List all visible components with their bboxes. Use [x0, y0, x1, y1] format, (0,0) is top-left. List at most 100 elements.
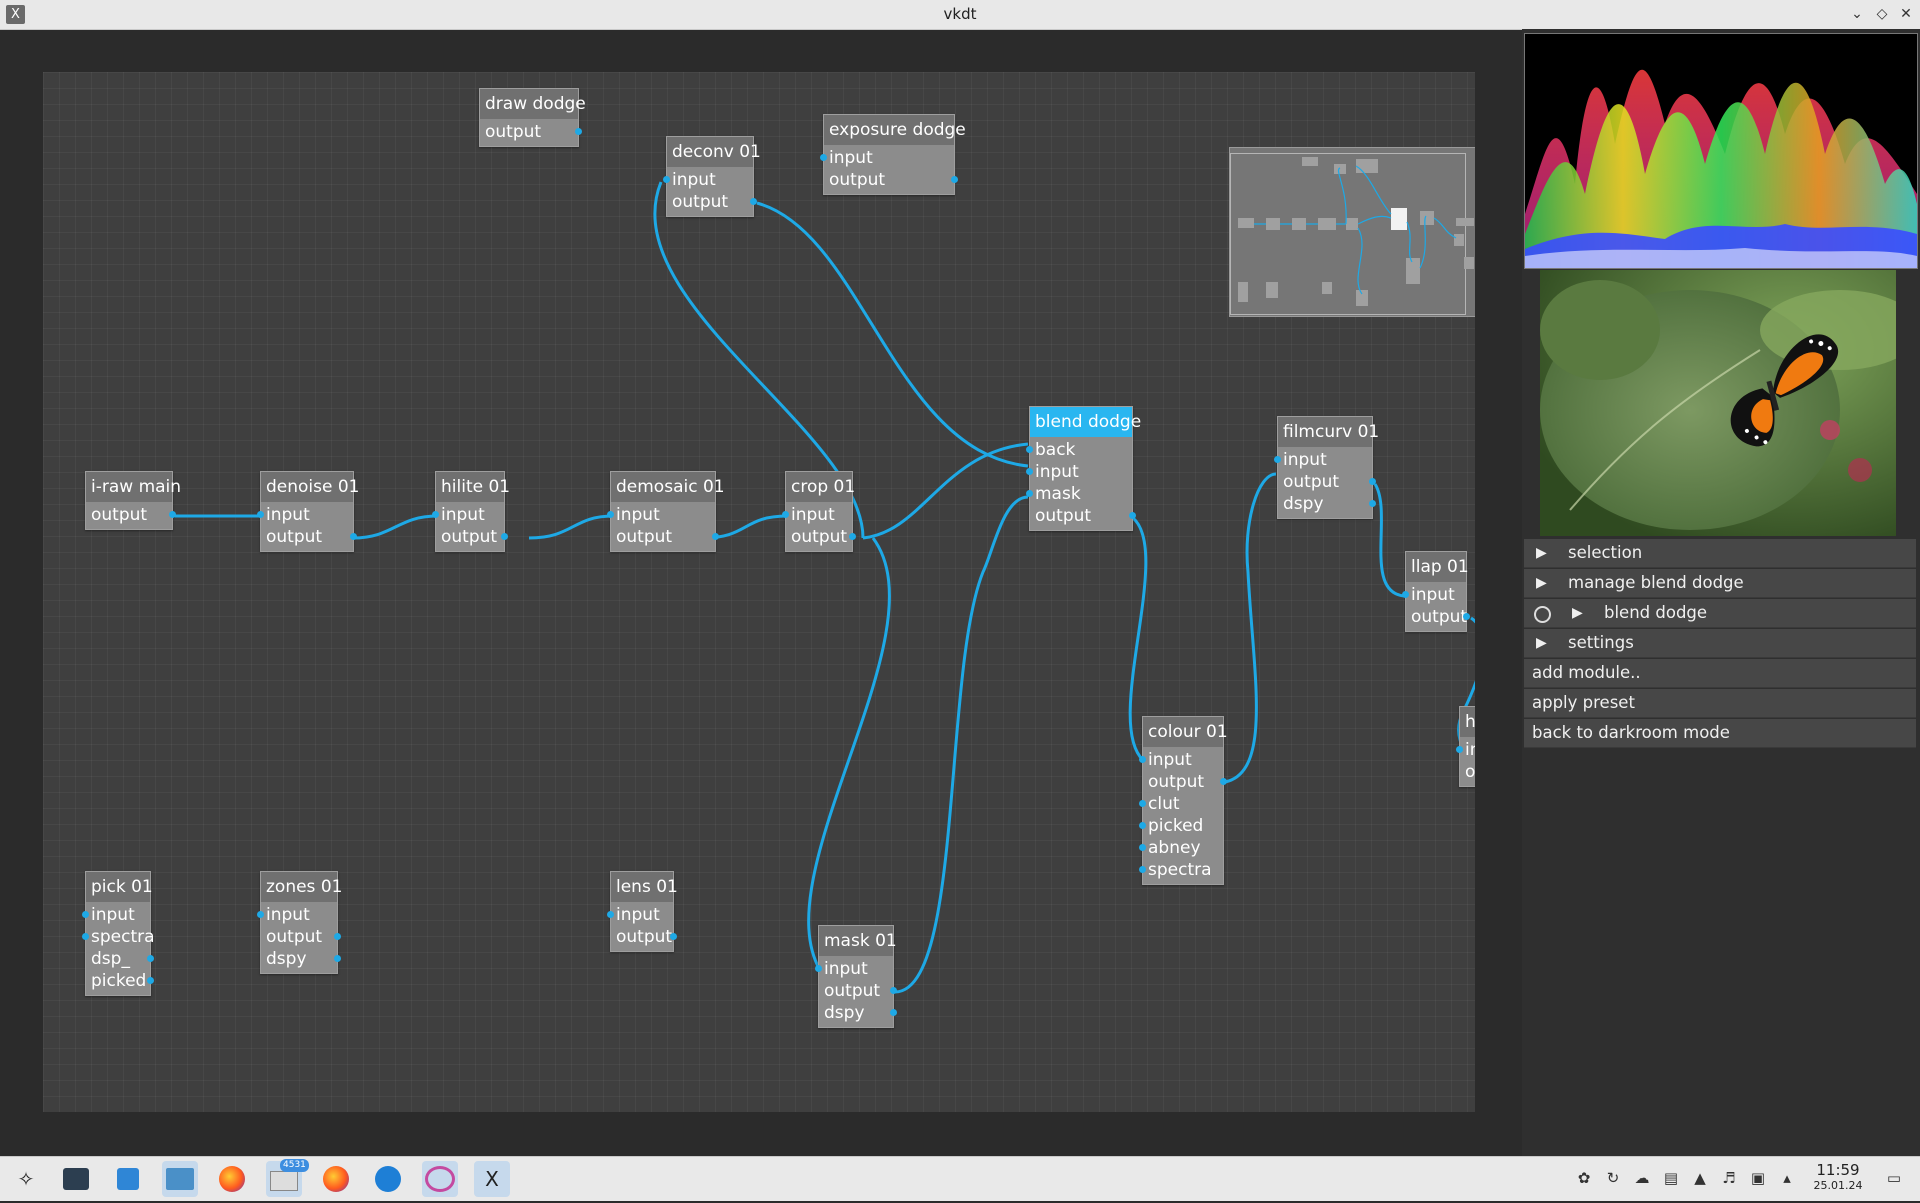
input-port-dot-icon[interactable] [663, 176, 670, 183]
node-llap-01[interactable]: llap 01 input output [1402, 551, 1470, 632]
port-back[interactable]: back [1026, 439, 1132, 461]
node-blend-dodge[interactable]: blend dodge back input mask output [1026, 406, 1141, 531]
port-input[interactable]: input [663, 169, 753, 191]
section-selection[interactable]: ▶ selection [1524, 539, 1916, 568]
output-port-dot-icon[interactable] [670, 933, 677, 940]
input-port-dot-icon[interactable] [815, 965, 822, 972]
output-port-dot-icon[interactable] [334, 933, 341, 940]
input-port-dot-icon[interactable] [82, 911, 89, 918]
input-port-dot-icon[interactable] [1139, 800, 1146, 807]
node-hilite-01[interactable]: hilite 01 input output [432, 471, 510, 552]
node-draw-dodge[interactable]: draw dodge output [479, 88, 586, 147]
section-settings[interactable]: ▶ settings [1524, 629, 1916, 658]
port-output[interactable]: output [261, 526, 357, 548]
node-pick-01[interactable]: pick 01 input spectra dsp_ picked [82, 871, 155, 996]
circle-toggle-icon[interactable] [1534, 606, 1551, 623]
output-port-dot-icon[interactable] [1463, 613, 1470, 620]
node-zones-01[interactable]: zones 01 input output dspy [257, 871, 342, 974]
port-dspy[interactable]: dspy [261, 948, 341, 970]
port-input[interactable]: input [607, 904, 673, 926]
port-input[interactable]: input [82, 904, 150, 926]
port-dsp[interactable]: dsp_ [86, 948, 154, 970]
input-port-dot-icon[interactable] [1026, 468, 1033, 475]
browser-icon[interactable] [370, 1161, 406, 1197]
input-port-dot-icon[interactable] [1026, 490, 1033, 497]
input-port-dot-icon[interactable] [257, 511, 264, 518]
input-port-dot-icon[interactable] [1402, 591, 1409, 598]
input-port-dot-icon[interactable] [1139, 756, 1146, 763]
output-port-dot-icon[interactable] [575, 128, 582, 135]
node-crop-01[interactable]: crop 01 input output [782, 471, 856, 552]
port-mask[interactable]: mask [1026, 483, 1132, 505]
section-manage-blend-dodge[interactable]: ▶ manage blend dodge [1524, 569, 1916, 598]
graph-minimap[interactable] [1229, 147, 1475, 317]
firefox-icon[interactable] [214, 1161, 250, 1197]
back-to-darkroom-button[interactable]: back to darkroom mode [1524, 719, 1916, 748]
port-picked[interactable]: picked [1139, 815, 1223, 837]
port-input[interactable]: input [432, 504, 504, 526]
output-port-dot-icon[interactable] [712, 533, 719, 540]
port-picked[interactable]: picked [86, 970, 154, 992]
output-port-dot-icon[interactable] [147, 955, 154, 962]
port-output[interactable]: output [480, 121, 582, 143]
launcher-icon[interactable]: ✧ [17, 1167, 35, 1191]
output-port-dot-icon[interactable] [890, 987, 897, 994]
minimize-icon[interactable]: ⌄ [1851, 6, 1863, 22]
settings-icon[interactable] [58, 1161, 94, 1197]
maximize-icon[interactable]: ◇ [1876, 6, 1888, 22]
output-port-dot-icon[interactable] [1369, 478, 1376, 485]
port-input[interactable]: input [1139, 749, 1223, 771]
output-port-dot-icon[interactable] [1369, 500, 1376, 507]
port-output[interactable]: output [786, 526, 856, 548]
node-lens-01[interactable]: lens 01 input output [607, 871, 678, 952]
add-module-button[interactable]: add module.. [1524, 659, 1916, 688]
update-icon[interactable]: ↻ [1606, 1169, 1620, 1187]
port-output[interactable]: output [824, 169, 958, 191]
close-icon[interactable]: ✕ [1900, 6, 1912, 22]
port-output[interactable]: output [86, 504, 176, 526]
firefox-icon[interactable] [318, 1161, 354, 1197]
port-spectra[interactable]: spectra [82, 926, 155, 948]
other-app-icon[interactable] [422, 1161, 458, 1197]
input-port-dot-icon[interactable] [1139, 844, 1146, 851]
input-port-dot-icon[interactable] [607, 511, 614, 518]
section-blend-dodge[interactable]: ▶ blend dodge [1524, 599, 1916, 628]
node-mask-01[interactable]: mask 01 input output dspy [815, 925, 897, 1028]
input-port-dot-icon[interactable] [257, 911, 264, 918]
mail-icon[interactable]: 4531 [266, 1159, 309, 1197]
port-input[interactable]: input [1026, 461, 1132, 483]
input-port-dot-icon[interactable] [1026, 446, 1033, 453]
port-input[interactable]: input [1402, 584, 1466, 606]
port-output[interactable]: output [1278, 471, 1376, 493]
port-output[interactable]: o [1465, 762, 1475, 782]
input-port-dot-icon[interactable] [782, 511, 789, 518]
flower-icon[interactable]: ✿ [1577, 1169, 1591, 1187]
input-port-dot-icon[interactable] [432, 511, 439, 518]
apply-preset-button[interactable]: apply preset [1524, 689, 1916, 718]
output-port-dot-icon[interactable] [169, 511, 176, 518]
port-output[interactable]: output [1030, 505, 1136, 527]
port-output[interactable]: output [667, 191, 757, 213]
port-dspy[interactable]: dspy [1278, 493, 1376, 515]
volume-icon[interactable]: ♬ [1722, 1169, 1736, 1187]
port-spectra[interactable]: spectra [1139, 859, 1223, 881]
cloud-icon[interactable]: ☁ [1634, 1169, 1650, 1187]
vkdt-icon[interactable]: X [474, 1161, 510, 1197]
node-exposure-dodge[interactable]: exposure dodge input output [820, 114, 966, 195]
node-demosaic-01[interactable]: demosaic 01 input output [607, 471, 725, 552]
node-colour-01[interactable]: colour 01 input output clut picked abney… [1139, 716, 1228, 885]
port-output[interactable]: output [819, 980, 897, 1002]
port-input[interactable]: input [1274, 449, 1372, 471]
file-manager-icon[interactable] [162, 1161, 198, 1197]
port-output[interactable]: output [611, 926, 677, 948]
port-input[interactable]: input [257, 904, 337, 926]
input-port-dot-icon[interactable] [1456, 746, 1463, 753]
input-port-dot-icon[interactable] [820, 154, 827, 161]
node-i-raw-main[interactable]: i-raw main output [85, 471, 181, 530]
port-output[interactable]: output [436, 526, 508, 548]
image-preview[interactable] [1540, 270, 1896, 536]
minimap-viewport[interactable] [1230, 153, 1466, 315]
output-port-dot-icon[interactable] [849, 533, 856, 540]
output-port-dot-icon[interactable] [147, 977, 154, 984]
node-denoise-01[interactable]: denoise 01 input output [257, 471, 360, 552]
